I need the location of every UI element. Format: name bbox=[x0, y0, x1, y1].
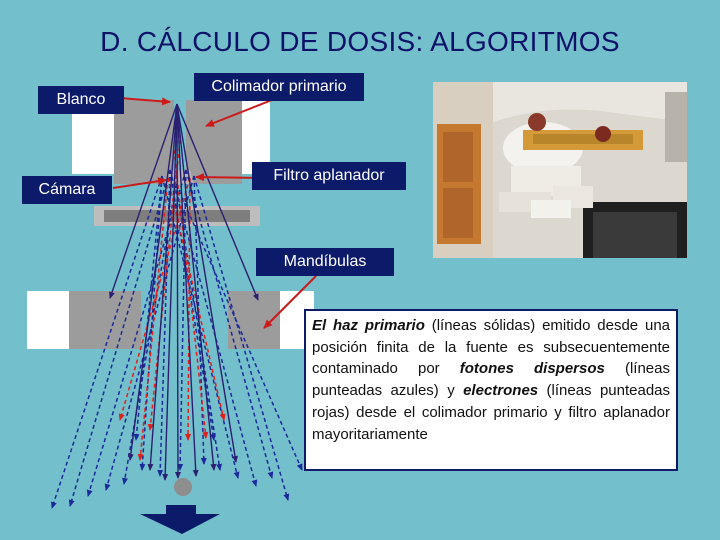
scatter-photon-ray bbox=[177, 169, 187, 471]
scatter-photon-ray bbox=[68, 169, 171, 507]
primary-ray bbox=[176, 103, 259, 301]
description-text-1: (líneas sólidas) emitido desde una posic… bbox=[312, 317, 671, 378]
description-electrons: electrones bbox=[463, 382, 539, 400]
electron-ray bbox=[185, 177, 192, 441]
label-camara: Cámara bbox=[22, 176, 112, 204]
primary-ray bbox=[174, 103, 181, 479]
scatter-photon-ray bbox=[86, 169, 187, 497]
scatter-photon-ray bbox=[193, 175, 207, 465]
label-blanco: Blanco bbox=[38, 86, 124, 114]
output-arrow-stem bbox=[166, 505, 196, 515]
primary-ray bbox=[176, 103, 217, 471]
scatter-photon-rays bbox=[51, 169, 303, 509]
scatter-photon-ray bbox=[104, 175, 195, 491]
label-filtro-aplanador: Filtro aplanador bbox=[252, 162, 406, 190]
detector-point bbox=[174, 478, 192, 496]
scatter-photon-ray bbox=[139, 175, 163, 471]
page-title: D. CÁLCULO DE DOSIS: ALGORITMOS bbox=[100, 26, 620, 57]
primary-ray bbox=[109, 103, 178, 299]
electron-rays bbox=[118, 139, 226, 461]
description-primary-beam: El haz primario bbox=[312, 317, 425, 334]
linac-head-photo bbox=[433, 82, 687, 258]
scatter-photon-ray bbox=[51, 175, 163, 509]
primary-ray bbox=[176, 103, 199, 477]
primary-beam-rays bbox=[109, 103, 259, 481]
description-text-2: (líneas punteadas azules) y bbox=[312, 360, 670, 400]
scatter-photon-ray bbox=[133, 175, 163, 441]
description-scatter-photons: fotones dispersos bbox=[459, 360, 605, 378]
output-arrow-icon bbox=[140, 514, 220, 534]
jaws bbox=[27, 291, 314, 349]
primary-ray bbox=[162, 103, 178, 481]
description-text-3: (líneas punteadas rojas) desde el colima… bbox=[312, 382, 671, 443]
primary-ray bbox=[147, 103, 178, 471]
label-mandibulas: Mandíbulas bbox=[256, 248, 394, 276]
scatter-photon-ray bbox=[175, 183, 303, 471]
electron-ray bbox=[173, 149, 209, 439]
scatter-photon-ray bbox=[185, 169, 274, 479]
scatter-photon-ray bbox=[193, 175, 290, 501]
label-colimador-primario: Colimador primario bbox=[194, 73, 364, 101]
electron-ray bbox=[167, 177, 226, 421]
primary-ray bbox=[176, 103, 238, 463]
description-box: El haz primario (líneas sólidas) emitido… bbox=[304, 309, 678, 471]
primary-ray bbox=[127, 103, 178, 461]
electron-ray bbox=[137, 177, 169, 461]
scatter-photon-ray bbox=[169, 169, 258, 487]
scatter-photon-ray bbox=[175, 183, 223, 471]
